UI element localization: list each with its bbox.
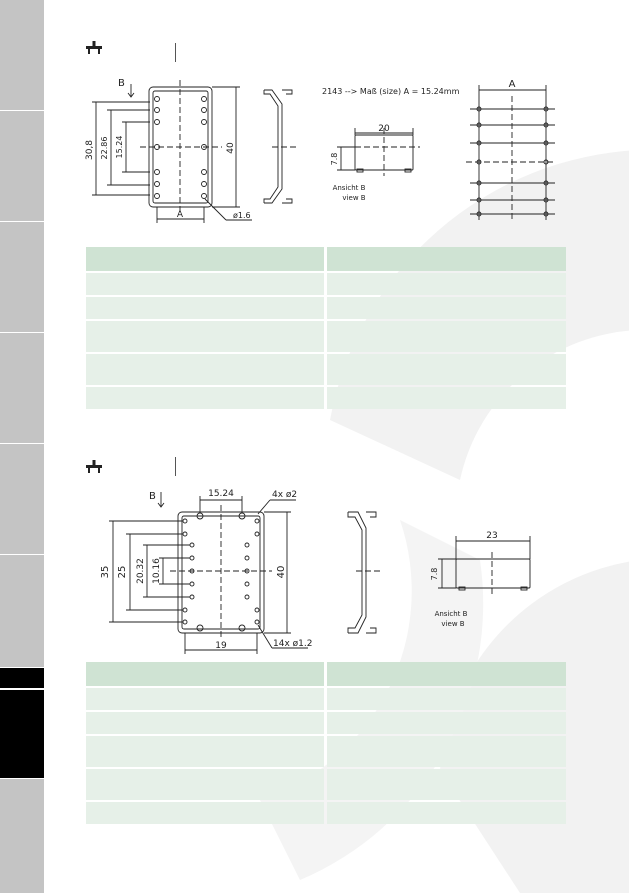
dim-14x: 14x ø1.2	[273, 639, 312, 649]
dim-23: 23	[486, 531, 497, 541]
label-b: B	[149, 491, 156, 502]
sidebar-tab-3[interactable]	[0, 222, 44, 333]
dim-20: 20	[378, 124, 390, 134]
table-row	[86, 354, 566, 385]
dim-19: 19	[215, 641, 227, 651]
dim-35: 35	[100, 566, 111, 579]
dim-40: 40	[226, 142, 236, 154]
spec-table-2	[86, 660, 566, 826]
table-header-row	[86, 662, 566, 686]
pin-icon	[86, 41, 102, 54]
view-label-en: view B	[342, 194, 365, 202]
label-b: B	[118, 78, 125, 89]
dim-a-top: A	[509, 79, 516, 90]
table-row	[86, 802, 566, 824]
view-label-de: Ansicht B	[435, 610, 468, 618]
table-row	[86, 769, 566, 800]
table-row	[86, 712, 566, 734]
dim-30-8: 30,8	[85, 140, 95, 160]
table-row	[86, 321, 566, 352]
technical-drawing-1: B 30,8 22.86 15.24 40 A ø1.6 2143 --> Ma…	[85, 78, 556, 223]
pin-icon	[86, 460, 102, 473]
dim-25: 25	[117, 566, 128, 579]
table-row	[86, 297, 566, 319]
dim-10-16: 10.16	[152, 558, 162, 584]
dim-20-32: 20.32	[136, 558, 146, 584]
sidebar-tab-4[interactable]	[0, 333, 44, 444]
view-label-de: Ansicht B	[333, 184, 366, 192]
technical-drawing-2: B 15.24 4x ø2 35 25 20.32 10.16 40 19 14…	[100, 489, 531, 654]
table-row	[86, 387, 566, 409]
sidebar-tab-active[interactable]	[0, 690, 44, 779]
dim-4x: 4x ø2	[272, 490, 297, 500]
dim-a-bottom: A	[177, 210, 184, 220]
table-row	[86, 688, 566, 710]
view-label-en: view B	[441, 620, 464, 628]
spec-table-1	[86, 245, 566, 411]
table-row	[86, 273, 566, 295]
dim-7-8: 7.8	[430, 568, 439, 581]
sidebar-tab-8[interactable]	[0, 779, 44, 894]
dim-15-24: 15.24	[208, 489, 234, 499]
dim-40: 40	[276, 566, 287, 579]
dim-22-86: 22.86	[100, 137, 109, 160]
dim-hole: ø1.6	[233, 211, 251, 220]
dim-15-24: 15.24	[115, 136, 124, 159]
dim-7-8: 7.8	[330, 153, 339, 166]
sidebar	[0, 0, 44, 894]
section-divider	[175, 457, 176, 476]
table-header-row	[86, 247, 566, 271]
sidebar-tab-5[interactable]	[0, 444, 44, 555]
sidebar-tab-active-small[interactable]	[0, 668, 44, 689]
table-row	[86, 736, 566, 767]
sidebar-tab-2[interactable]	[0, 111, 44, 222]
sidebar-tab-1[interactable]	[0, 0, 44, 111]
size-note: 2143 --> Maß (size) A = 15.24mm	[322, 87, 460, 96]
section-divider	[175, 43, 176, 62]
sidebar-tab-6[interactable]	[0, 555, 44, 668]
